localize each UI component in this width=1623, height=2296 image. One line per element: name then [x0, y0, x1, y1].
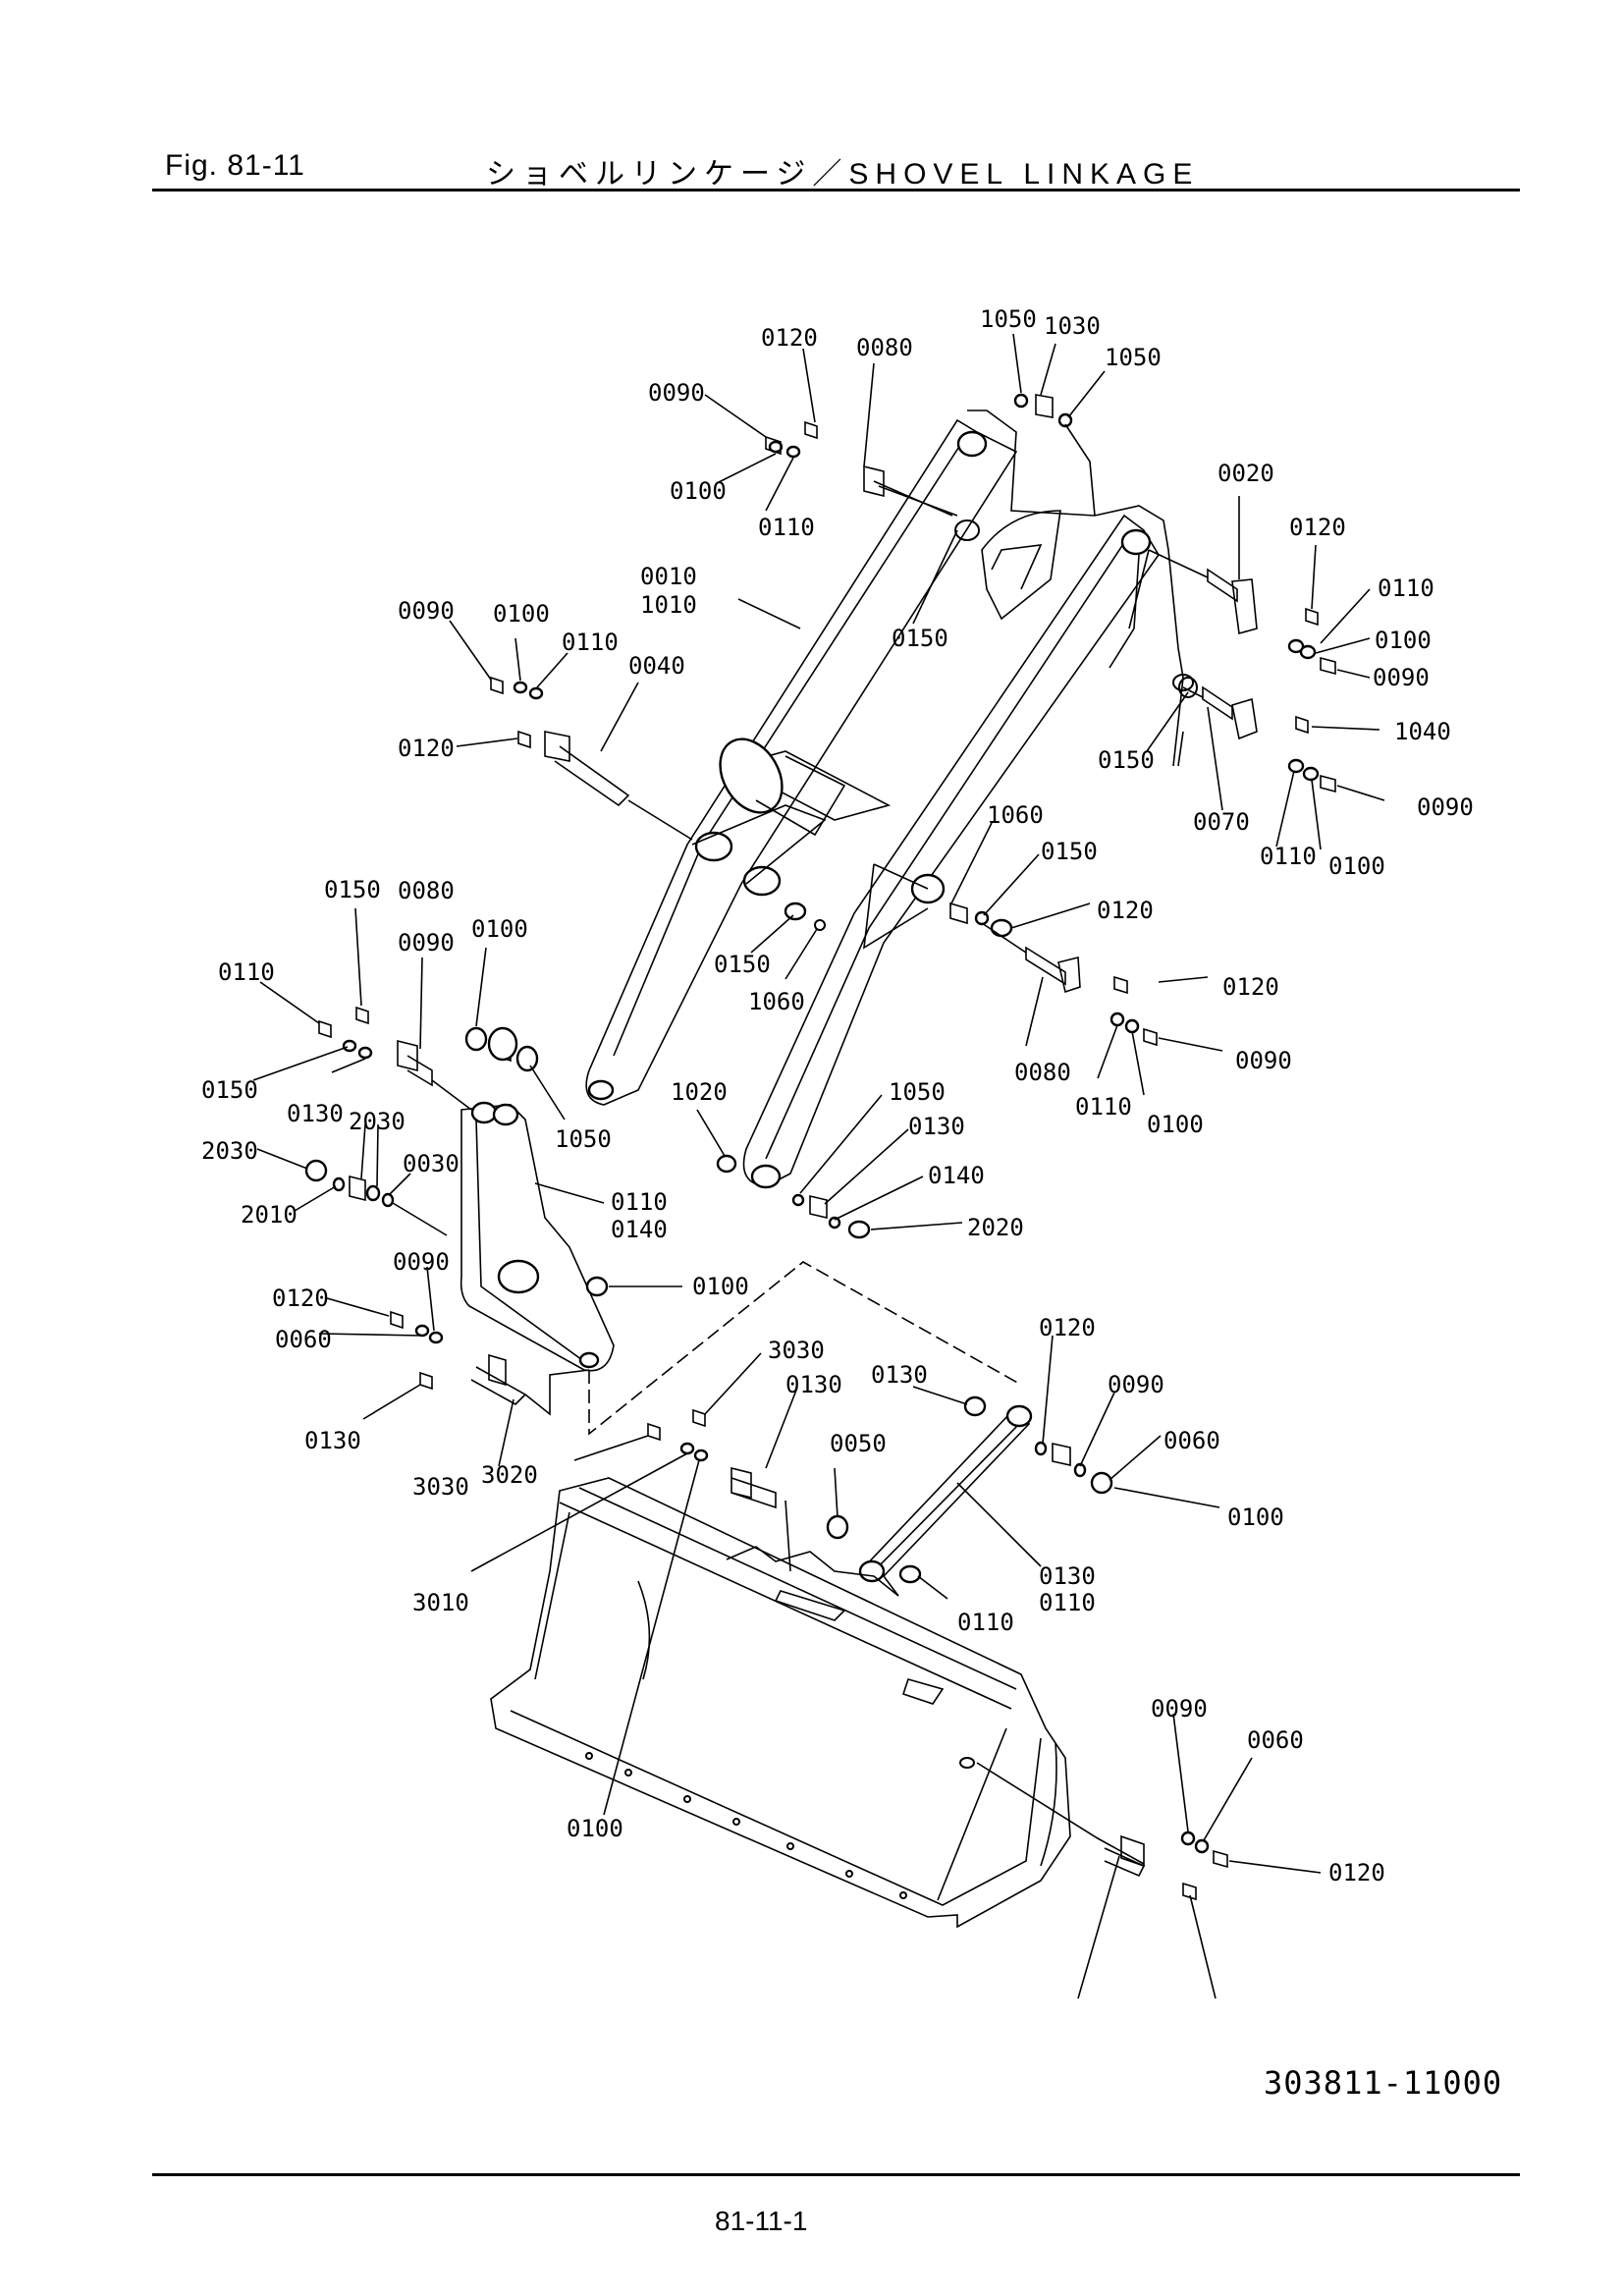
- callout-label: 0140: [928, 1162, 985, 1189]
- callout-label: 0100: [1328, 852, 1385, 880]
- bell-crank: [460, 1101, 615, 1372]
- callout-label: 0080: [398, 877, 455, 904]
- callout-label: 0100: [670, 477, 727, 505]
- callout-label: 0090: [398, 597, 455, 625]
- callout-label: 0010: [640, 563, 697, 590]
- callout-label: 0110: [1378, 574, 1434, 602]
- callout-label: 0130: [871, 1361, 928, 1389]
- callout-label: 1060: [748, 988, 805, 1015]
- callout-label: 3030: [412, 1473, 469, 1501]
- callout-label: 3010: [412, 1589, 469, 1616]
- callout-label: 0060: [1163, 1427, 1220, 1454]
- callout-label: 2030: [349, 1108, 406, 1135]
- callout-label: 2010: [241, 1201, 298, 1229]
- callout-label: 0090: [1151, 1695, 1208, 1722]
- figure-title: ショベルリンケージ／SHOVEL LINKAGE: [486, 158, 1200, 191]
- callout-label: 0110: [562, 629, 619, 656]
- callout-label: 0110: [1039, 1589, 1096, 1616]
- callout-label: 0100: [567, 1815, 623, 1842]
- callout-label: 0050: [830, 1430, 887, 1457]
- callout-label: 0150: [1041, 838, 1098, 865]
- callout-label: 0120: [1289, 514, 1346, 541]
- callout-label: 0090: [1235, 1047, 1292, 1074]
- callout-label: 0100: [1227, 1503, 1284, 1531]
- callout-label: 1050: [980, 305, 1037, 333]
- callout-label: 0150: [201, 1076, 258, 1104]
- callout-label: 0110: [957, 1609, 1014, 1636]
- callout-label: 1030: [1044, 312, 1101, 340]
- callout-label: 0150: [324, 876, 381, 903]
- leader-lines: [252, 333, 1385, 1999]
- callout-label: 1050: [889, 1078, 946, 1106]
- callout-label: 0110: [1260, 843, 1317, 870]
- callout-label: 0120: [272, 1285, 329, 1312]
- loader-frame: [954, 410, 1198, 767]
- callout-label: 0140: [611, 1216, 668, 1243]
- callout-labels: 0120 0080 1050 1030 1050 0090 0100 0110 …: [201, 305, 1474, 1886]
- callout-label: 0100: [1147, 1111, 1204, 1138]
- callout-label: 0100: [1375, 627, 1432, 654]
- center-lines: [392, 423, 1209, 1865]
- callout-label: 0130: [1039, 1562, 1096, 1590]
- footer-rule: [152, 2173, 1520, 2176]
- callout-label: 0100: [493, 600, 550, 628]
- callout-label: 0130: [304, 1427, 361, 1454]
- callout-label: 0110: [758, 514, 815, 541]
- callout-label: 1010: [640, 591, 697, 619]
- callout-label: 0090: [398, 929, 455, 957]
- callout-label: 2020: [967, 1214, 1024, 1241]
- bucket: [490, 1477, 1071, 1929]
- callout-label: 0080: [856, 334, 913, 361]
- callout-label: 0110: [1075, 1093, 1132, 1121]
- callout-label: 0110: [218, 958, 275, 986]
- callout-label: 0090: [393, 1248, 450, 1276]
- callout-label: 3020: [481, 1461, 538, 1489]
- callout-label: 0090: [1108, 1371, 1164, 1398]
- boom-assembly: [585, 418, 1160, 1189]
- callout-label: 0080: [1014, 1059, 1071, 1086]
- callout-label: 1050: [1105, 344, 1162, 371]
- page-number: 81-11-1: [715, 2206, 808, 2236]
- callout-label: 0060: [1247, 1726, 1304, 1754]
- callout-label: 3030: [768, 1337, 825, 1364]
- callout-label: 0100: [692, 1273, 749, 1300]
- callout-label: 0130: [785, 1371, 842, 1398]
- callout-label: 0150: [1098, 746, 1155, 774]
- callout-label: 1020: [671, 1078, 728, 1106]
- callout-label: 0090: [1417, 793, 1474, 821]
- hardware: [304, 393, 1336, 1901]
- callout-label: 1060: [987, 801, 1044, 829]
- callout-label: 0060: [275, 1326, 332, 1353]
- callout-label: 0150: [892, 625, 948, 652]
- callout-label: 0120: [761, 324, 818, 352]
- callout-label: 0120: [1222, 973, 1279, 1001]
- callout-label: 0090: [648, 379, 705, 407]
- callout-label: 1040: [1394, 718, 1451, 745]
- callout-label: 2030: [201, 1137, 258, 1165]
- callout-label: 1050: [555, 1125, 612, 1153]
- callout-label: 0130: [287, 1100, 344, 1127]
- document-number: 303811-11000: [1264, 2064, 1503, 2102]
- figure-number: Fig. 81-11: [165, 149, 305, 182]
- callout-label: 0100: [471, 915, 528, 943]
- callout-label: 0110: [611, 1188, 668, 1216]
- callout-label: 0120: [1097, 897, 1154, 924]
- callout-label: 0150: [714, 951, 771, 978]
- callout-label: 0020: [1217, 460, 1274, 487]
- callout-label: 0030: [403, 1150, 460, 1177]
- header-rule: [152, 189, 1520, 191]
- callout-label: 0130: [908, 1113, 965, 1140]
- callout-label: 0120: [1328, 1859, 1385, 1886]
- callout-label: 0120: [1039, 1314, 1096, 1341]
- callout-label: 0090: [1373, 664, 1430, 691]
- callout-label: 0070: [1193, 808, 1250, 836]
- callout-label: 0120: [398, 735, 455, 762]
- callout-label: 0040: [628, 652, 685, 680]
